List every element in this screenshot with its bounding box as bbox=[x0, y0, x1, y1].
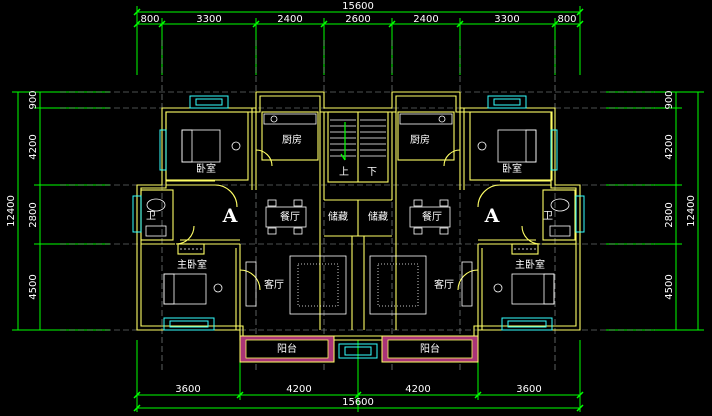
room-label-left-bedroom: 卧室 bbox=[196, 162, 216, 175]
dimension-labels: 15600 800 3300 2400 2600 2400 3300 800 3… bbox=[6, 1, 697, 408]
room-label-right-balcony: 阳台 bbox=[420, 342, 440, 355]
room-label-right-storage: 储藏 bbox=[368, 210, 388, 223]
top-segment-label: 3300 bbox=[494, 14, 519, 25]
room-label-right-bath: 卫 bbox=[543, 211, 553, 222]
balconies bbox=[239, 335, 479, 363]
right-total-label: 12400 bbox=[686, 195, 697, 227]
furniture bbox=[145, 113, 571, 315]
stair-label-down: 下 bbox=[367, 167, 377, 178]
room-label-left-living: 客厅 bbox=[264, 278, 284, 291]
top-segment-label: 800 bbox=[557, 14, 576, 25]
left-total-label: 12400 bbox=[6, 195, 17, 227]
room-label-right-dining: 餐厅 bbox=[422, 210, 442, 223]
bottom-segment-label: 4200 bbox=[286, 384, 311, 395]
room-label-left-balcony: 阳台 bbox=[277, 342, 297, 355]
stair-treads bbox=[330, 119, 386, 157]
left-segment-label: 4500 bbox=[28, 274, 39, 299]
right-segment-label: 4500 bbox=[664, 274, 675, 299]
room-label-left-master: 主卧室 bbox=[177, 258, 207, 271]
room-label-left-kitchen: 厨房 bbox=[282, 133, 302, 146]
top-segment-label: 2400 bbox=[413, 14, 438, 25]
unit-label-right: A bbox=[484, 205, 500, 227]
bottom-total-label: 15600 bbox=[342, 397, 374, 408]
stair-arrow bbox=[340, 122, 346, 161]
unit-label-left: A bbox=[222, 205, 238, 227]
bottom-segment-label: 4200 bbox=[405, 384, 430, 395]
walls bbox=[136, 91, 581, 341]
windows bbox=[132, 95, 585, 359]
room-label-right-kitchen: 厨房 bbox=[410, 133, 430, 146]
room-label-left-storage: 储藏 bbox=[328, 210, 348, 223]
room-label-left-dining: 餐厅 bbox=[280, 210, 300, 223]
right-segment-label: 2800 bbox=[664, 202, 675, 227]
right-segment-label: 4200 bbox=[664, 134, 675, 159]
top-segment-label: 2400 bbox=[277, 14, 302, 25]
room-label-right-living: 客厅 bbox=[434, 278, 454, 291]
top-segment-label: 3300 bbox=[196, 14, 221, 25]
top-segment-label: 800 bbox=[140, 14, 159, 25]
room-label-right-bedroom: 卧室 bbox=[502, 162, 522, 175]
top-segment-label: 2600 bbox=[345, 14, 370, 25]
stair-label-up: 上 bbox=[339, 166, 349, 178]
bottom-segment-label: 3600 bbox=[516, 384, 541, 395]
left-segment-label: 900 bbox=[28, 90, 39, 109]
right-segment-label: 900 bbox=[664, 90, 675, 109]
top-total-label: 15600 bbox=[342, 1, 374, 12]
room-label-left-bath: 卫 bbox=[146, 211, 156, 222]
room-labels: 卧室 厨房 卫 餐厅 储藏 主卧室 客厅 阳台 卧室 厨房 卫 餐厅 储藏 主卧… bbox=[146, 133, 553, 355]
left-segment-label: 4200 bbox=[28, 134, 39, 159]
room-label-right-master: 主卧室 bbox=[515, 258, 545, 271]
left-segment-label: 2800 bbox=[28, 202, 39, 227]
bottom-segment-label: 3600 bbox=[175, 384, 200, 395]
